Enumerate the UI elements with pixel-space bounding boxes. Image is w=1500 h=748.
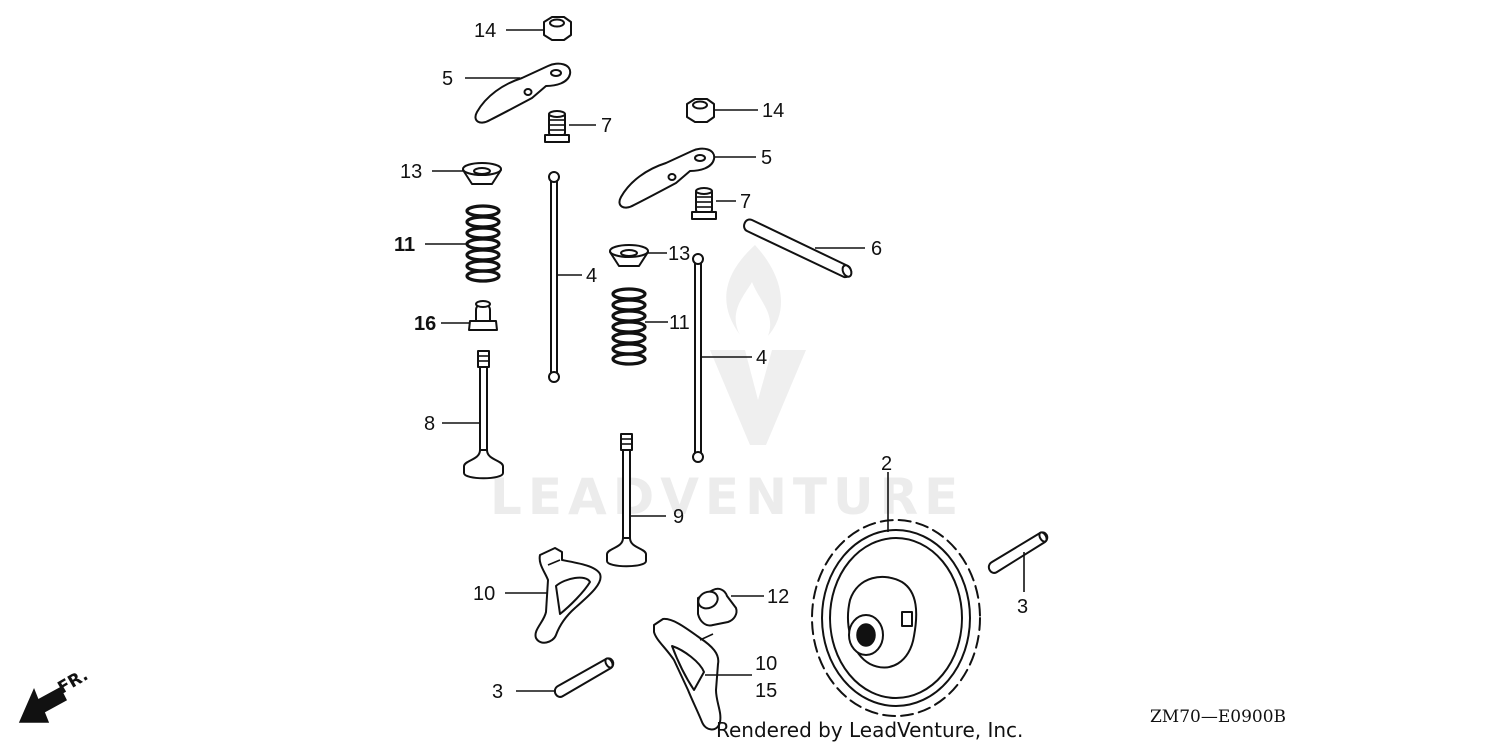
callout-5-right: 5 bbox=[761, 147, 772, 169]
callout-14-left: 14 bbox=[474, 20, 496, 42]
callout-3-right: 3 bbox=[1017, 596, 1028, 618]
pin-part-3-left bbox=[553, 657, 615, 698]
callout-16: 16 bbox=[414, 313, 436, 335]
callout-12: 12 bbox=[767, 586, 789, 608]
callout-7-left: 7 bbox=[601, 115, 612, 137]
nut-part-14-left bbox=[543, 16, 572, 41]
cam-follower-part-10-15-right bbox=[653, 617, 722, 731]
pivot-bolt-part-7-left bbox=[544, 110, 570, 143]
nut-part-14-right bbox=[686, 98, 715, 123]
callout-11-right: 11 bbox=[669, 312, 690, 334]
callout-6: 6 bbox=[871, 238, 882, 260]
valve-part-9 bbox=[606, 433, 647, 568]
callout-9: 9 bbox=[673, 506, 684, 528]
collar-part-12 bbox=[697, 587, 738, 627]
valve-stem-seal-part-16 bbox=[468, 300, 498, 331]
shaft-part-6 bbox=[743, 218, 853, 279]
callout-3-left: 3 bbox=[492, 681, 503, 703]
spring-retainer-part-13-right bbox=[609, 244, 649, 267]
callout-15: 15 bbox=[755, 680, 777, 702]
callout-10-right: 10 bbox=[755, 653, 777, 675]
callout-5-left: 5 bbox=[442, 68, 453, 90]
diagram-code: ZM70—E0900B bbox=[1150, 707, 1286, 727]
front-direction-arrow-icon bbox=[18, 686, 67, 723]
push-rod-part-4-left bbox=[548, 171, 560, 383]
callout-13-right: 13 bbox=[668, 243, 690, 265]
watermark-text: LEADVENTURE bbox=[490, 468, 964, 526]
leadventure-watermark-logo bbox=[710, 245, 806, 445]
push-rod-part-4-right bbox=[692, 253, 704, 463]
callout-7-right: 7 bbox=[740, 191, 751, 213]
callout-4-left: 4 bbox=[586, 265, 597, 287]
pivot-bolt-part-7-right bbox=[691, 187, 717, 220]
callout-14-right: 14 bbox=[762, 100, 784, 122]
cam-follower-part-10-left bbox=[534, 547, 602, 644]
pin-part-3-right bbox=[987, 531, 1049, 574]
callout-11-left: 11 bbox=[394, 234, 415, 256]
callout-2: 2 bbox=[881, 453, 892, 475]
valve-spring-part-11-right bbox=[611, 287, 647, 366]
callout-8: 8 bbox=[424, 413, 435, 435]
spring-retainer-part-13-left bbox=[462, 162, 502, 185]
rendered-by-credit: Rendered by LeadVenture, Inc. bbox=[716, 718, 1023, 742]
callout-13-left: 13 bbox=[400, 161, 422, 183]
cam-gear-part-2 bbox=[811, 519, 981, 717]
callout-4-right: 4 bbox=[756, 347, 767, 369]
valve-part-8 bbox=[463, 350, 504, 480]
rocker-arm-part-5-right bbox=[618, 147, 716, 209]
rocker-arm-part-5-left bbox=[474, 62, 572, 124]
callout-10-left: 10 bbox=[473, 583, 495, 605]
valve-spring-part-11-left bbox=[465, 204, 501, 283]
